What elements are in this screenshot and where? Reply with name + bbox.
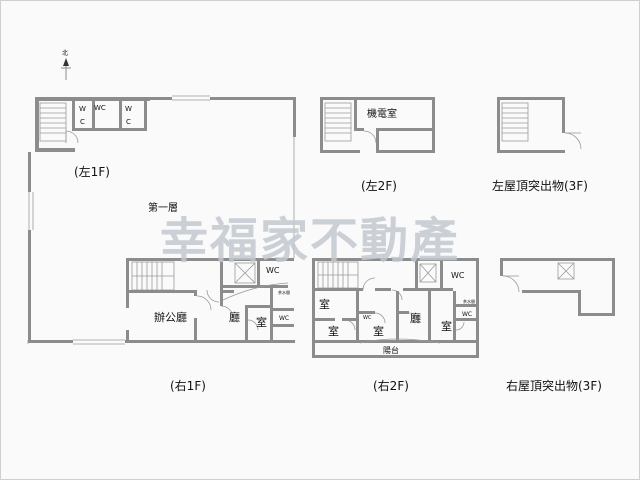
plan-right-2f (312, 258, 479, 358)
elevator-icon (557, 262, 575, 280)
caption-right-2f: (右2F) (373, 378, 409, 393)
wc-left-label-c: C (80, 118, 85, 126)
wc-right-label-c: C (126, 118, 131, 126)
plan-left-roof (497, 97, 582, 153)
watermark: 幸福家不動產 (160, 213, 460, 269)
plan-left-2f (320, 97, 435, 153)
stairs-icon (317, 261, 359, 289)
caption-left-1f: (左1F) (74, 164, 110, 179)
caption-left-2f: (左2F) (361, 178, 397, 193)
wc-left-label-w: W (79, 105, 86, 113)
caption-right-roof: 右屋頂突出物(3F) (506, 378, 602, 393)
wc-small-label-right-2f: WC (462, 311, 472, 318)
hall-label-right-2f: 廳 (410, 311, 421, 325)
wc-mid-label: WC (94, 104, 106, 112)
stairs-icon (39, 102, 67, 142)
room-3-label-right-2f: 室 (373, 324, 384, 338)
balcony-label: 陽台 (383, 345, 399, 355)
office-label: 辦公廳 (154, 310, 187, 324)
hall-label-right-1f: 廳 (229, 310, 240, 324)
caption-left-roof: 左屋頂突出物(3F) (492, 178, 588, 193)
mechanical-room-label: 機電室 (367, 107, 397, 120)
plan-left-1f-first-floor (27, 95, 296, 345)
room-4-label-right-2f: 室 (441, 319, 452, 333)
wc-right-label-w: W (125, 105, 132, 113)
elevator-icon (419, 263, 437, 283)
wc-big-label-right-2f: WC (451, 271, 465, 280)
elevator-icon (234, 262, 256, 284)
room-2-label-right-2f: 室 (328, 324, 339, 338)
north-label: 北 (62, 49, 68, 57)
room-1-label-right-2f: 室 (319, 297, 330, 311)
wc-small-2-label-right-2f: WC (363, 315, 372, 321)
wc-small-label-right-1f: WC (279, 315, 289, 322)
room-label-right-1f: 室 (256, 315, 267, 329)
north-arrow-icon (61, 58, 71, 80)
tea-label-right-2f: 茶水間 (463, 298, 475, 304)
plan-right-1f (126, 258, 294, 343)
tea-label-right-1f: 茶水間 (278, 289, 290, 295)
stairs-icon (324, 102, 352, 142)
stairs-icon (501, 102, 529, 142)
caption-right-1f: (右1F) (170, 378, 206, 393)
first-floor-label: 第一層 (148, 201, 178, 214)
wc-big-label-right-1f: WC (266, 266, 280, 275)
plan-right-roof (500, 258, 615, 316)
